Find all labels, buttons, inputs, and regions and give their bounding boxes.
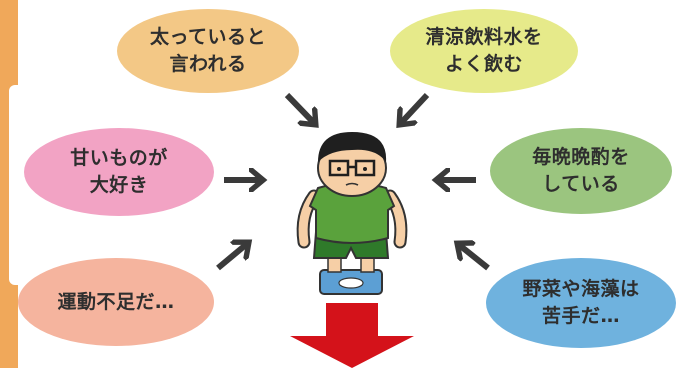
arrow-icon xyxy=(284,92,315,124)
cause-bubble-overweight: 太っていると 言われる xyxy=(117,9,299,93)
cause-bubble-sweets: 甘いものが 大好き xyxy=(24,128,214,216)
arrow-icon xyxy=(216,243,248,271)
cause-bubble-no-exercise: 運動不足だ… xyxy=(18,258,214,346)
arrow-icon xyxy=(458,244,490,271)
cause-bubble-drinking: 毎晩晩酌を している xyxy=(490,128,672,214)
side-bar xyxy=(0,0,18,368)
cause-bubble-dislike-vegetables: 野菜や海藻は 苦手だ… xyxy=(486,258,676,348)
arrow-icon xyxy=(400,92,430,124)
person-on-scale-illustration xyxy=(296,132,408,295)
down-arrow-icon xyxy=(290,303,414,368)
cause-bubble-soft-drinks: 清涼飲料水を よく飲む xyxy=(390,9,578,93)
